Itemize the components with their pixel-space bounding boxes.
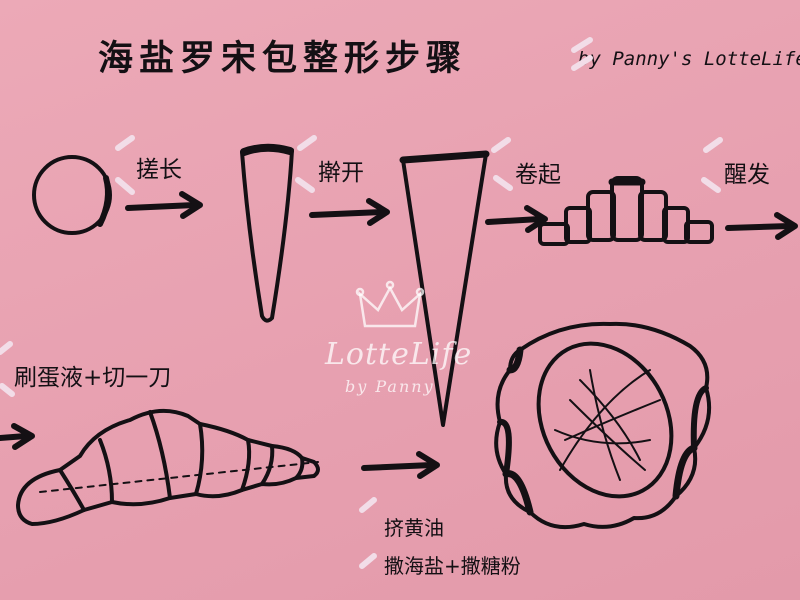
arrow-1	[125, 191, 203, 219]
step-label-sprinkle-salt-sugar: 撒海盐+撒糖粉	[384, 554, 521, 578]
step-label-pipe-butter: 挤黄油	[384, 516, 444, 540]
arrow-4	[725, 212, 798, 240]
step-label-roll-long: 搓长	[136, 157, 182, 183]
arrow-6	[361, 451, 440, 479]
arrow-5	[0, 423, 35, 450]
arrow-2	[309, 198, 390, 226]
dough-ball-sketch	[32, 155, 112, 235]
author-byline: by Panny's LotteLife	[578, 48, 800, 70]
elongated-dough-sketch	[240, 143, 294, 323]
proofed-croissant-sketch	[16, 408, 320, 526]
page-title: 海盐罗宋包整形步骤	[98, 39, 468, 79]
step-label-egg-wash-cut: 刷蛋液+切一刀	[14, 365, 172, 391]
decorative-dashes	[0, 37, 723, 569]
step-label-roll-up: 卷起	[515, 162, 561, 188]
rolled-dough-sketch	[538, 176, 714, 246]
baked-salt-bread-sketch	[494, 321, 712, 529]
step-label-roll-out: 擀开	[318, 160, 364, 186]
arrow-3	[485, 205, 548, 233]
watermark-title: LotteLife	[325, 337, 473, 372]
watermark-byline: by Panny	[345, 377, 435, 396]
step-label-proof: 醒发	[724, 162, 770, 188]
crown-watermark-icon	[355, 280, 425, 328]
